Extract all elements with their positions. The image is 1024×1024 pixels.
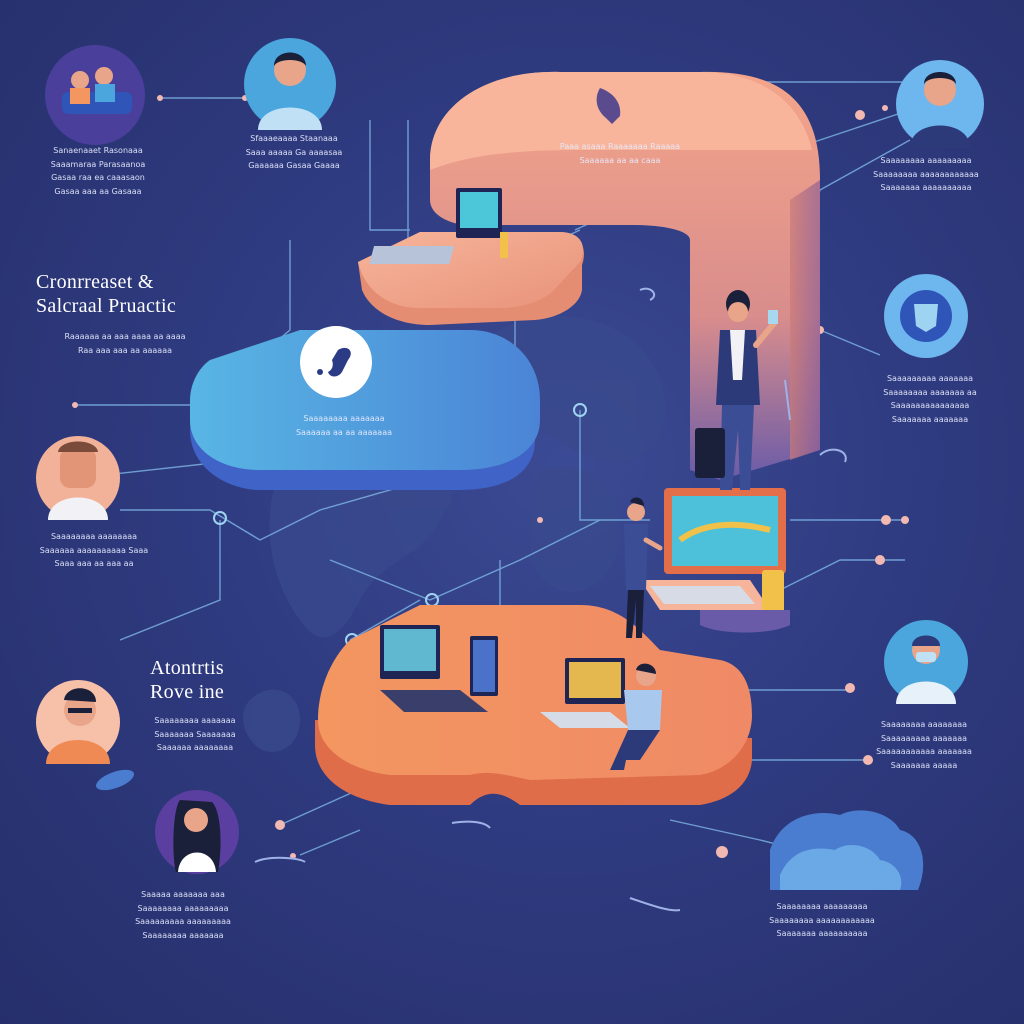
caption-heading-top: Raaaaaa aa aaa aaaa aa aaaa Raa aaa aaa …	[36, 330, 214, 357]
heading-mid-line1: Atontrtis	[150, 657, 224, 679]
caption-line: Saaaaaaaa aaaaaaa aa	[883, 387, 977, 397]
caption-line: Gaaaaaa Gasaa Gaaaa	[248, 161, 340, 170]
heading-top-line2: Salcraal Pruactic	[36, 295, 177, 317]
caption-bottom-right: Saaaaaaaa aaaaaaaaa Saaaaaaaa aaaaaaaaaa…	[748, 900, 896, 941]
caption-line: Saaaaaaa aaaaa	[890, 760, 958, 770]
caption-heading-mid: Saaaaaaaa aaaaaaa Saaaaaaa Saaaaaaa Saaa…	[138, 714, 252, 755]
caption-line: Gasaa raa ea caaasaon	[51, 173, 145, 182]
caption-line: Saaaaaaa aaaaaaa	[891, 414, 969, 424]
caption-line: Saaaaaaaaa aaaaaaa	[880, 733, 968, 743]
avatar-left-glasses-man	[36, 680, 120, 764]
caption-line: Saaaaaaaaaaa aaaaaaa	[876, 747, 972, 756]
heading-mid: Atontrtis Rove ine	[150, 656, 224, 704]
caption-line: Paaa asaaa Raaaaaaa Raaaaa	[559, 142, 681, 151]
caption-bottom-left: Saaaaa aaaaaaa aaa Saaaaaaaa aaaaaaaaa S…	[116, 888, 250, 942]
avatar-top-center-man	[244, 38, 336, 130]
caption-line: Saaaaaaaa aaaaaaaa	[50, 532, 138, 541]
caption-line: Saaaaaaaa aaaaaaaaa	[137, 903, 229, 913]
caption-line: Saaaaa aaaaaaa aaa	[141, 890, 225, 899]
caption-line: Saaaaaaaa aaaaaaaa	[880, 720, 968, 729]
caption-line: Saaaaaaa aaaaaaaaaa	[880, 183, 972, 192]
blue-platform-logo-icon	[328, 347, 351, 377]
heading-top: Cronrreaset & Salcraal Pruactic	[36, 270, 176, 318]
shield-icon	[914, 304, 938, 332]
avatar-top-left-team	[45, 45, 145, 145]
caption-line: Saaaaaaaaa aaaaaaaaa	[135, 917, 231, 926]
caption-line: Saaaaaaaa aaaaaaaaa	[880, 156, 972, 165]
caption-right-shield: Saaaaaaaaa aaaaaaa Saaaaaaaa aaaaaaa aa …	[862, 372, 998, 426]
caption-left-man: Saaaaaaaa aaaaaaaa Saaaaaa aaaaaaaaaa Sa…	[24, 530, 164, 571]
caption-line: Saaa aaa aa aaa aa	[54, 559, 134, 568]
avatar-bottom-left-woman	[155, 790, 239, 874]
caption-top-center: Sfaaaeaaaa Staanaaa Saaa aaaaa Ga aaaasa…	[236, 132, 352, 173]
caption-line: Saaaaaaa aaaaaaaaaa	[776, 929, 868, 938]
caption-line: Saaaaaa aaaaaaaaaa Saaa	[39, 545, 149, 555]
caption-line: Saaaaaaaa aaaaaaaaaaaa	[769, 915, 875, 925]
avatar-right-doctor	[884, 620, 968, 704]
caption-line: Saaaaaaaaaaaaaaa	[890, 401, 970, 410]
caption-line: Saaaaaaaa aaaaaaa	[154, 716, 236, 725]
caption-line: Saaaaaaaaa aaaaaaa	[886, 374, 974, 383]
avatar-left-man	[36, 436, 120, 520]
arch-leaf-icon	[596, 88, 621, 124]
sitting-man-figure	[610, 663, 662, 770]
caption-line: Saaaaaaaa aaaaaaa	[142, 930, 224, 940]
caption-line: Saaaaaaa Saaaaaaa	[154, 729, 236, 739]
caption-line: Saaaaaaaa aaaaaaaaaaaa	[873, 169, 979, 179]
top-platform	[358, 188, 584, 325]
caption-line: Raa aaa aaa aa aaaaaa	[78, 345, 172, 355]
walking-woman-figure	[695, 290, 778, 490]
caption-line: Saaa aaaaa Ga aaaasaa	[245, 147, 343, 157]
blue-platform	[190, 326, 540, 490]
caption-line: Saaaaaa aa aa aaaaaaa	[295, 427, 393, 437]
orange-platform	[315, 605, 752, 805]
caption-line: Saaaaaaaa aaaaaaaaa	[776, 902, 868, 911]
heading-top-line1: Cronrreaset &	[36, 271, 154, 293]
heading-mid-line2: Rove ine	[150, 681, 225, 703]
caption-line: Sfaaaeaaaa Staanaaa	[250, 134, 338, 143]
caption-top-left: Sanaenaaet Rasonaaa Saaamaraa Parasaanoa…	[36, 144, 160, 198]
caption-line: Saaaaaa aaaaaaaa	[156, 743, 234, 752]
large-monitor	[640, 488, 790, 633]
decor-links	[96, 287, 847, 912]
caption-line: Saaaaaa aa aa caaa	[579, 155, 661, 165]
caption-line: Gasaa aaa aa Gasaaa	[54, 186, 142, 196]
caption-line: Saaamaraa Parasaanoa	[50, 159, 146, 169]
caption-top-right: Saaaaaaaa aaaaaaaaa Saaaaaaaa aaaaaaaaaa…	[858, 154, 994, 195]
caption-arch: Paaa asaaa Raaaaaaa Raaaaa Saaaaaa aa aa…	[540, 140, 700, 167]
caption-blue-platform: Saaaaaaaa aaaaaaa Saaaaaa aa aa aaaaaaa	[282, 412, 406, 439]
caption-line: Sanaenaaet Rasonaaa	[53, 146, 143, 155]
avatar-top-right-man	[896, 60, 984, 148]
standing-man-figure	[624, 497, 663, 638]
avatar-right-shield	[884, 274, 968, 358]
caption-right-doctor: Saaaaaaaa aaaaaaaa Saaaaaaaaa aaaaaaa Sa…	[866, 718, 982, 772]
caption-line: Raaaaaa aa aaa aaaa aa aaaa	[64, 332, 186, 341]
caption-line: Saaaaaaaa aaaaaaa	[303, 414, 385, 423]
cloud-icon	[770, 810, 924, 890]
